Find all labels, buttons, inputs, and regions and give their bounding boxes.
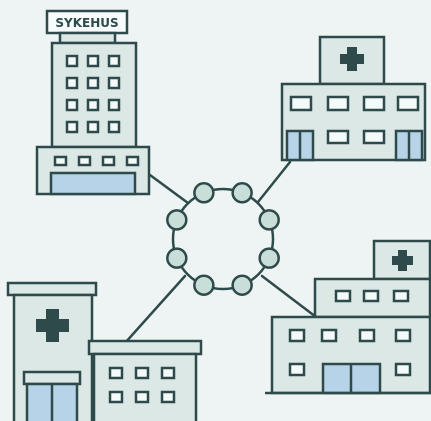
window xyxy=(108,390,124,404)
window xyxy=(65,120,79,134)
window xyxy=(134,390,150,404)
hospital-bl-wing xyxy=(92,352,198,421)
window xyxy=(86,54,100,68)
window xyxy=(358,328,376,343)
window xyxy=(288,362,306,377)
window xyxy=(160,366,176,380)
building-hospital-top-right xyxy=(280,35,427,162)
window xyxy=(326,95,350,112)
window xyxy=(334,289,352,303)
window xyxy=(288,328,306,343)
window xyxy=(362,95,386,112)
hospital-bl-windows xyxy=(108,366,176,404)
window xyxy=(107,120,121,134)
sign-post xyxy=(58,31,117,45)
window xyxy=(86,98,100,112)
hospital-bl-wing-roof xyxy=(87,339,203,356)
hub-node xyxy=(258,247,280,269)
window xyxy=(396,95,420,112)
window xyxy=(362,289,380,303)
hospital-bl-entrance-frame xyxy=(22,370,82,386)
connection-line-bottom-right xyxy=(260,274,322,322)
medical-cross-icon xyxy=(36,309,69,342)
window xyxy=(289,95,313,112)
hub-node xyxy=(258,209,280,231)
hub-node xyxy=(231,274,253,296)
hospital-bl-roof xyxy=(6,281,98,297)
connection-line-top-right xyxy=(256,160,292,204)
hospital-tr-windows xyxy=(289,95,420,145)
window xyxy=(77,155,92,167)
window xyxy=(65,98,79,112)
building-tower-hospital-top-left: SYKEHUS xyxy=(35,9,151,196)
window xyxy=(394,328,412,343)
tower-base-windows xyxy=(53,155,140,167)
window xyxy=(107,76,121,90)
window xyxy=(101,155,116,167)
hospital-br-tower xyxy=(372,239,431,281)
window xyxy=(160,390,176,404)
hub-node xyxy=(166,247,188,269)
hospital-br-lower-windows xyxy=(288,328,412,377)
medical-cross-icon xyxy=(340,47,364,71)
building-hospital-bottom-right xyxy=(265,239,431,395)
window xyxy=(320,328,338,343)
network-hub xyxy=(166,182,280,296)
window xyxy=(392,289,410,303)
hub-node xyxy=(231,182,253,204)
window xyxy=(65,76,79,90)
connection-lines xyxy=(123,160,322,345)
window xyxy=(326,129,350,145)
hub-node xyxy=(193,182,215,204)
window xyxy=(53,155,68,167)
hospital-br-upper-windows xyxy=(334,289,410,303)
hub-node xyxy=(193,274,215,296)
window xyxy=(107,98,121,112)
tower-windows xyxy=(65,54,121,134)
window xyxy=(65,54,79,68)
connection-line-bottom-left xyxy=(123,274,187,345)
connection-line-top-left xyxy=(148,173,190,205)
hub-node xyxy=(166,209,188,231)
window xyxy=(394,362,412,377)
window xyxy=(86,76,100,90)
sign-text: SYKEHUS xyxy=(55,16,118,30)
window xyxy=(108,366,124,380)
window xyxy=(134,366,150,380)
window xyxy=(86,120,100,134)
window xyxy=(125,155,140,167)
tower-base-glazing xyxy=(49,171,137,196)
window xyxy=(107,54,121,68)
window xyxy=(362,129,386,145)
hub-nodes xyxy=(166,182,280,296)
hub-ring xyxy=(171,187,275,291)
building-hospital-bottom-left xyxy=(6,281,203,421)
medical-cross-icon xyxy=(392,250,413,271)
